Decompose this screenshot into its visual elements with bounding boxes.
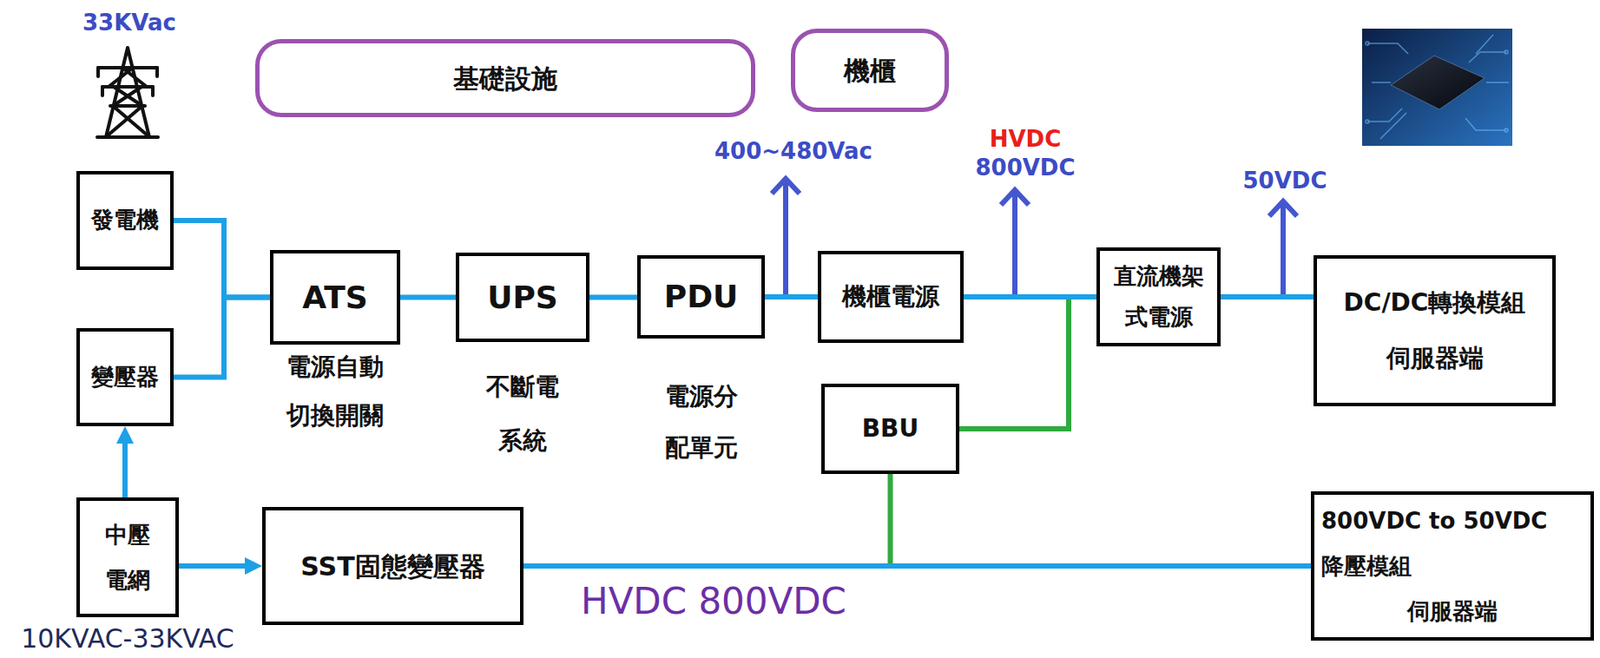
power-line (589, 295, 638, 301)
node-text: 伺服器端 (1321, 588, 1584, 634)
power-line (959, 296, 1097, 429)
caption-text: 電源分 配單元 (645, 371, 758, 475)
node-body: 變壓器 (86, 362, 164, 393)
node-body: PDU (647, 277, 755, 316)
node-text: 發電機 (86, 205, 164, 236)
node-body: UPS (466, 278, 580, 317)
chip-picture (1362, 28, 1513, 146)
power-line (122, 438, 128, 498)
node-text: 直流機架 式電源 (1106, 256, 1211, 338)
node-body: 發電機 (86, 205, 164, 236)
node-text: 機櫃電源 (828, 281, 954, 313)
node-body: 機櫃電源 (828, 281, 954, 313)
voltage-label: 33KVac (82, 11, 177, 34)
process-box: SST固態變壓器 (262, 506, 524, 626)
caption-text: 電源自動 切換開關 (269, 342, 401, 441)
node-text: ATS (280, 278, 390, 317)
section-label-box: 基礎設施 (255, 39, 756, 118)
server-box: DC/DC轉換模組伺服器端 (1313, 255, 1556, 407)
node-text: 伺服器端 (1323, 330, 1546, 387)
power-line (764, 294, 818, 300)
node-body: 中壓 電網 (86, 512, 169, 603)
bus-label: HVDC 800VDC (580, 583, 847, 620)
power-line (178, 563, 251, 569)
node-body: 機櫃 (802, 53, 938, 88)
node-body: ATS (280, 278, 390, 317)
node-text: 降壓模組 (1321, 543, 1584, 589)
voltage-label: HVDC (989, 127, 1062, 151)
voltage-tap-arrow (1269, 201, 1298, 297)
process-box: PDU電源分 配單元 (637, 255, 765, 339)
process-box: 直流機架 式電源 (1096, 247, 1221, 347)
node-text: DC/DC轉換模組 (1323, 275, 1546, 331)
voltage-label: 400~480Vac (714, 139, 873, 163)
process-box: ATS電源自動 切換開關 (269, 250, 401, 345)
section-label-box: 機櫃 (790, 28, 949, 112)
node-text: 800VDC to 50VDC (1321, 498, 1584, 544)
voltage-label: 50VDC (1243, 169, 1328, 192)
source-box: 變壓器 (76, 328, 174, 427)
caption-text: 不斷電 系統 (470, 360, 575, 468)
voltage-tap-arrow (1000, 190, 1029, 297)
power-line (1220, 294, 1314, 300)
power-line (963, 294, 1097, 300)
power-line (890, 474, 1312, 567)
battery-box: BBU (821, 383, 960, 475)
node-body: 直流機架 式電源 (1106, 256, 1211, 338)
server-box: 800VDC to 50VDC降壓模組伺服器端 (1310, 491, 1594, 641)
process-box: 機櫃電源 (817, 250, 964, 343)
voltage-label: 10KVAC-33KVAC (20, 625, 235, 652)
node-body: SST固態變壓器 (272, 549, 514, 584)
node-text: PDU (647, 277, 755, 316)
power-line (400, 295, 456, 301)
node-body: 基礎設施 (266, 61, 745, 96)
node-text: BBU (831, 413, 949, 445)
power-line (173, 297, 270, 378)
grid-box: 中壓 電網 (76, 497, 179, 618)
node-text: 基礎設施 (266, 61, 745, 96)
node-text: SST固態變壓器 (272, 549, 514, 584)
process-box: UPS不斷電 系統 (455, 252, 590, 343)
node-text: UPS (466, 278, 580, 317)
node-text: 機櫃 (802, 53, 938, 88)
node-text: 變壓器 (86, 362, 164, 393)
power-line (523, 563, 1311, 569)
pylon-icon (97, 47, 159, 138)
source-box: 發電機 (76, 171, 174, 270)
voltage-tap-arrow (771, 178, 800, 297)
node-text: 中壓 電網 (86, 512, 169, 603)
node-body: 800VDC to 50VDC降壓模組伺服器端 (1321, 498, 1584, 634)
voltage-label: 800VDC (974, 156, 1075, 179)
node-body: BBU (831, 413, 949, 445)
node-body: DC/DC轉換模組伺服器端 (1323, 275, 1546, 388)
power-line (173, 220, 270, 298)
